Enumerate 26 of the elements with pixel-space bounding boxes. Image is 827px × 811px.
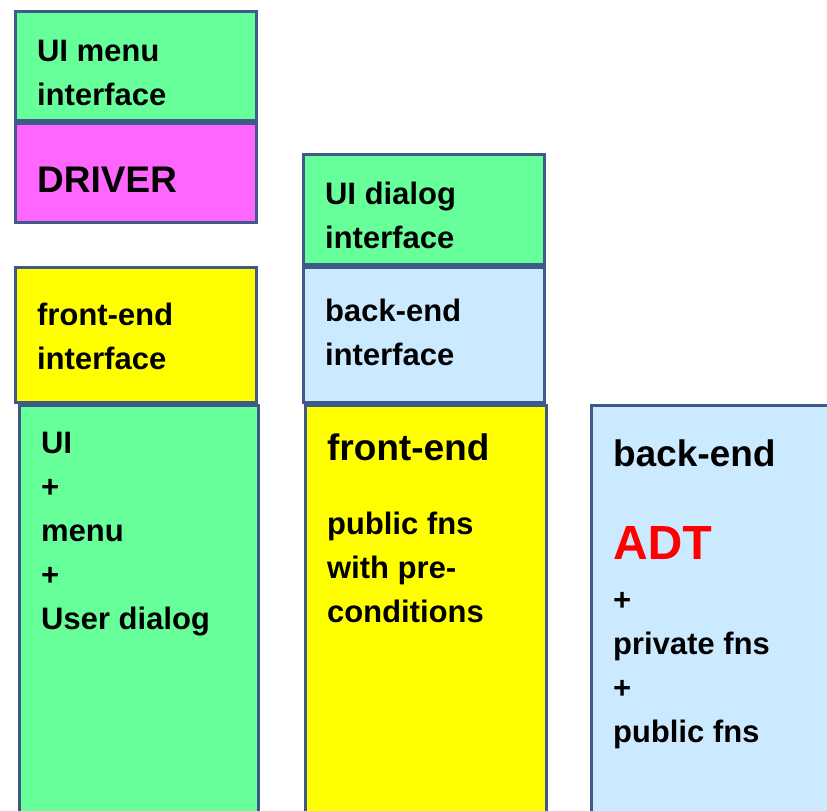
module-box (14, 266, 258, 404)
box-label: UI dialog interface (325, 175, 457, 257)
module-box (302, 153, 546, 266)
box-label: DRIVER (37, 158, 178, 202)
box-label: front-end interface (37, 296, 174, 378)
box-label: + (41, 556, 60, 594)
module-box (590, 404, 827, 811)
box-label: + (41, 468, 60, 506)
module-box (18, 404, 260, 811)
box-label: back-end (613, 432, 776, 476)
box-label: front-end (327, 426, 490, 470)
box-label: + (613, 669, 632, 707)
module-box (14, 122, 258, 224)
box-label: UI menu interface (37, 32, 168, 114)
box-label: public fns with pre-conditions (327, 505, 485, 631)
module-box (304, 404, 548, 811)
module-box (302, 266, 546, 404)
box-label: User dialog (41, 600, 211, 638)
box-label: UI (41, 424, 73, 462)
box-label: ADT (613, 516, 713, 572)
box-label: public fns (613, 713, 760, 751)
box-label: back-end interface (325, 292, 462, 374)
box-label: private fns (613, 625, 771, 663)
box-label: menu (41, 512, 125, 550)
module-box (14, 10, 258, 122)
box-label: + (613, 581, 632, 619)
